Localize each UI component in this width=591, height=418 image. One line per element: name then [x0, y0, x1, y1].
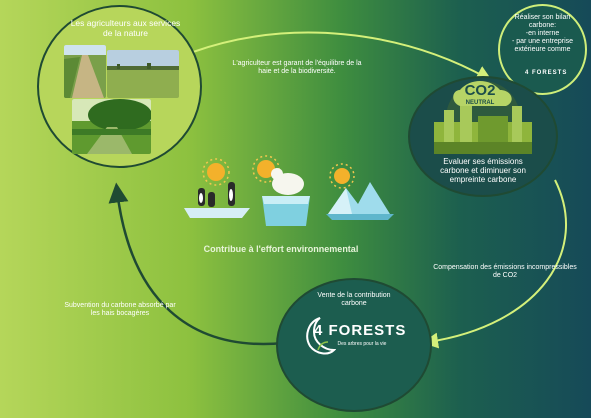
photo-field-path [64, 45, 106, 98]
top-arrow-text: L'agriculteur est garant de l'équilibre … [232, 60, 362, 76]
arrow-right [422, 179, 567, 349]
photo-meadow [107, 50, 179, 98]
forests-circle [276, 278, 432, 412]
center-label: Contribue à l'effort environnemental [203, 244, 359, 254]
left-arrow-text: Subvention du carbone absorbé par les ha… [64, 302, 176, 318]
co2-badge-sub: NEUTRAL [465, 100, 495, 106]
photo-hedge-path [72, 99, 151, 154]
carbon-assessment-line-1: Réaliser son bilan carbone: [514, 14, 571, 30]
right-arrow-text: Compensation des émissions incompressibl… [433, 264, 577, 280]
co2-factory-illustration [434, 81, 532, 155]
carbon-assessment-bubble [498, 4, 587, 95]
co2-badge-main: CO2 [464, 82, 496, 99]
forests-caption: Vente de la contribution carbone [317, 292, 391, 308]
forests-logo: 4 FORESTS [314, 322, 407, 339]
farmers-title: Les agriculteurs aux services de la natu… [70, 18, 181, 38]
company-text: Evaluer ses émissions carbone et diminue… [440, 157, 526, 185]
carbon-assessment-text: Réaliser son bilan carbone: -en interne … [502, 14, 583, 54]
carbon-assessment-line-2: -en interne [525, 30, 560, 38]
carbon-assessment-line-3: - par une entreprise extérieure comme [511, 38, 574, 54]
polar-illustration [184, 155, 394, 226]
forests-tagline: Des arbres pour la vie [337, 341, 387, 347]
bubble-forests-logo: 4 FORESTS [525, 70, 568, 76]
forests-moon-icon [306, 317, 336, 355]
arrow-left [108, 182, 285, 346]
arrow-top [192, 31, 493, 81]
